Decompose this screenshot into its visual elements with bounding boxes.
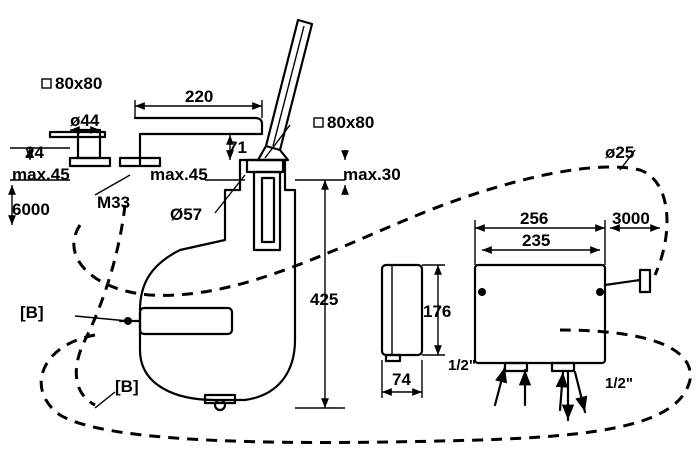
hand-shower: [256, 18, 314, 162]
label-80x80-left: 80x80: [55, 74, 102, 93]
dimension-lines: [8, 100, 660, 409]
label-half-inch-left: 1/2": [448, 357, 476, 374]
valve-body: [118, 158, 297, 412]
label-dia-44: ø44: [70, 111, 100, 130]
label-256: 256: [520, 209, 548, 228]
hose-dashed-line-2: [72, 165, 669, 297]
label-425: 425: [310, 290, 338, 309]
label-half-inch-right: 1/2": [605, 375, 633, 392]
label-24: 24: [25, 143, 44, 162]
hose-dashed-line-3: [74, 204, 127, 407]
label-b-lower: [B]: [115, 377, 139, 396]
label-74: 74: [392, 370, 411, 389]
hose-dashed-line: [39, 328, 692, 444]
label-71: 71: [228, 138, 247, 157]
label-220: 220: [185, 87, 213, 106]
label-3000: 3000: [612, 209, 650, 228]
label-b-upper: [B]: [20, 303, 44, 322]
label-dia-25: ø25: [605, 143, 634, 162]
label-dia-57: Ø57: [170, 205, 202, 224]
square-symbol-right: [313, 117, 324, 128]
square-symbol-left: [41, 78, 52, 89]
label-6000: 6000: [12, 200, 50, 219]
flow-arrows: [493, 365, 588, 422]
label-max30: max.30: [343, 165, 401, 184]
side-box: [380, 263, 424, 363]
label-m33: M33: [97, 193, 130, 212]
label-max45-right: max.45: [150, 165, 208, 184]
label-max45-left: max.45: [12, 165, 70, 184]
label-80x80-right: 80x80: [327, 113, 374, 132]
label-235: 235: [522, 231, 550, 250]
label-176: 176: [423, 302, 451, 321]
front-box: [473, 263, 652, 373]
